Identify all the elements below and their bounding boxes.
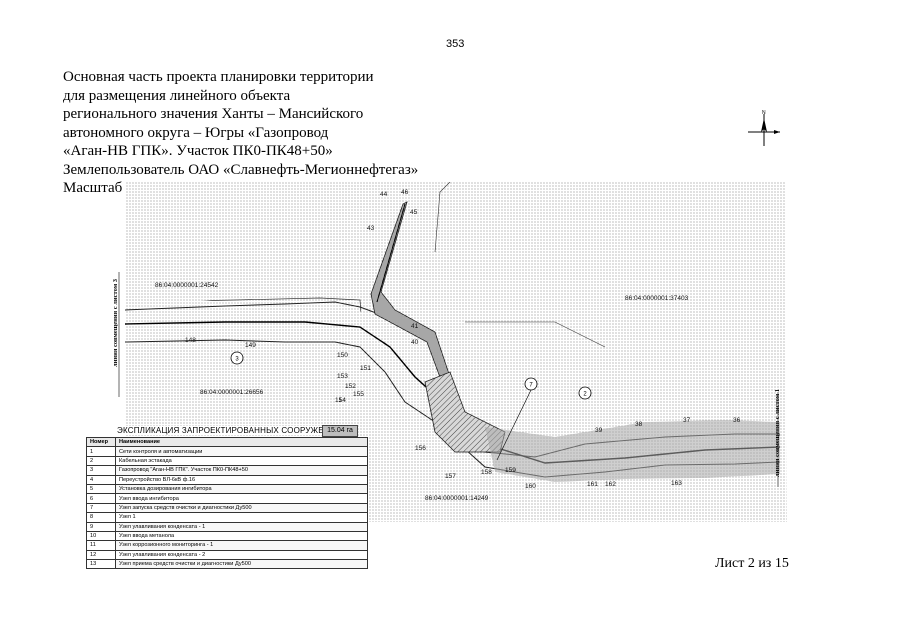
right-border-label: линия совмещения с листом 1 <box>774 389 781 477</box>
row-name: Узел улавливания конденсата - 2 <box>115 549 368 561</box>
row-name: Узел коррозионного мониторинга - 1 <box>115 540 368 551</box>
row-name: Узел ввода метанола <box>115 530 368 542</box>
point-label: 154 <box>335 397 346 404</box>
row-name: Кабельная эстакада <box>115 455 368 467</box>
callout-label: 3 <box>235 357 239 363</box>
point-label: 149 <box>245 342 256 349</box>
point-label: 152 <box>345 383 356 390</box>
callout-label: 1 <box>338 398 342 404</box>
callout-label: 2 <box>583 392 587 398</box>
point-label: 151 <box>360 365 371 372</box>
explication-title: ЭКСПЛИКАЦИЯ ЗАПРОЕКТИРОВАННЫХ СООРУЖЕНИЙ <box>116 426 343 435</box>
column-header: Номер <box>86 436 116 448</box>
row-number: 6 <box>86 493 116 504</box>
row-number: 1 <box>86 446 116 457</box>
point-label: 155 <box>353 391 364 398</box>
point-label: 40 <box>411 339 419 346</box>
row-number: 7 <box>86 502 116 514</box>
row-number: 11 <box>86 540 116 551</box>
parcel-label: 86:04:0000001:24542 <box>155 282 219 289</box>
point-label: 39 <box>595 427 603 434</box>
row-number: 10 <box>86 530 116 542</box>
callout-label: 7 <box>529 383 533 389</box>
point-label: 160 <box>525 483 536 490</box>
north-label: N <box>762 110 766 116</box>
title-line: Землепользователь ОАО «Славнефть-Мегионн… <box>63 161 419 178</box>
point-label: 38 <box>635 421 643 428</box>
row-number: 12 <box>86 549 116 561</box>
row-number: 2 <box>86 455 116 467</box>
point-label: 153 <box>337 373 348 380</box>
parcel-label: 86:04:0000001:37403 <box>625 295 689 302</box>
title-line: для размещения линейного объекта <box>63 87 291 104</box>
row-name: Газопровод "Аган-НВ ГПК". Участок ПК0-ПК… <box>115 465 368 476</box>
point-label: 157 <box>445 473 456 480</box>
row-number: 5 <box>86 483 116 495</box>
row-name: Переустройство ВЛ-6кВ ф.16 <box>115 474 368 485</box>
point-label: 43 <box>367 225 375 232</box>
point-label: 46 <box>401 189 409 196</box>
row-number: 4 <box>86 474 116 485</box>
row-name: Узел 1 <box>115 512 368 523</box>
pipeline-corridor-east <box>485 420 780 482</box>
table-header-row: Номер Наименование <box>86 436 368 448</box>
parcel-boundary <box>434 182 451 253</box>
row-name: Сети контроля и автоматизации <box>115 446 368 457</box>
document-title: Основная часть проекта планировки террит… <box>63 68 463 198</box>
title-line: регионального значения Ханты – Мансийско… <box>63 106 364 122</box>
row-name: Узел приема средств очистки и диагностик… <box>115 559 368 570</box>
point-label: 37 <box>683 417 691 424</box>
title-line: «Аган-НВ ГПК». Участок ПК0-ПК48+50» <box>63 143 333 159</box>
row-number: 8 <box>86 512 116 523</box>
page-number: 353 <box>446 38 465 50</box>
point-label: 41 <box>411 323 419 330</box>
row-number: 13 <box>86 559 116 570</box>
pipeline-corridor <box>125 294 475 482</box>
parcel-label: 86:04:0000001:26656 <box>200 389 264 396</box>
title-line: автономного округа – Югры «Газопровод <box>63 124 329 141</box>
point-label: 161 <box>587 481 598 488</box>
point-label: 158 <box>481 469 492 476</box>
row-name: Узел запуска средств очистки и диагности… <box>115 502 368 514</box>
parcel-label: 86:04:0000001:14249 <box>425 495 489 502</box>
sheet-label: Лист 2 из 15 <box>715 556 789 571</box>
point-label: 148 <box>185 337 196 344</box>
row-name: Установка дозирования ингибитора <box>115 483 368 495</box>
row-number: 3 <box>86 465 116 476</box>
column-header: Наименование <box>115 436 368 448</box>
row-name: Узел улавливания конденсата - 1 <box>115 521 368 532</box>
parcel-boundary <box>465 321 606 348</box>
point-label: 36 <box>733 417 741 424</box>
row-name: Узел ввода ингибитора <box>115 493 368 504</box>
north-arrow-icon: N <box>748 110 780 146</box>
title-line: Основная часть проекта планировки террит… <box>63 69 374 85</box>
point-label: 150 <box>337 352 348 359</box>
point-label: 44 <box>380 191 388 198</box>
point-label: 159 <box>505 467 516 474</box>
point-label: 45 <box>410 209 418 216</box>
point-label: 156 <box>415 445 426 452</box>
left-border-label: линия совмещения с листом 3 <box>112 278 119 367</box>
row-number: 9 <box>86 521 116 532</box>
point-label: 163 <box>671 480 682 487</box>
point-label: 162 <box>605 481 616 488</box>
area-note: 15.04 га <box>322 425 358 437</box>
